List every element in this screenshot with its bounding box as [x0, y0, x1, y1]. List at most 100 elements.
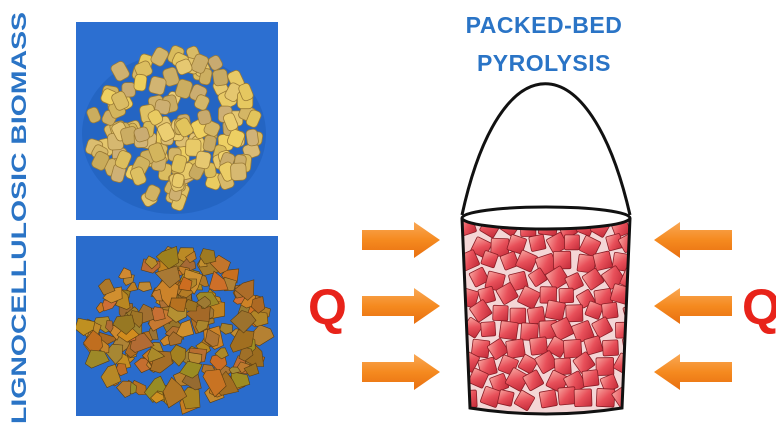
chip	[195, 295, 211, 310]
pellet	[110, 61, 130, 82]
chip	[214, 347, 229, 360]
pellet	[175, 58, 193, 76]
pellet	[230, 162, 247, 181]
chip	[126, 281, 139, 292]
pellet	[148, 76, 167, 96]
chip	[178, 265, 191, 276]
pellet	[197, 109, 212, 126]
pellet	[175, 117, 194, 138]
chip	[234, 279, 255, 301]
biomass-cube	[517, 354, 538, 375]
heat-label-left: Q	[308, 279, 347, 335]
pellet	[203, 120, 221, 137]
biomass-cube	[534, 350, 558, 374]
biomass-cube	[581, 267, 605, 291]
pellet	[157, 122, 176, 142]
biomass-chips-photo	[76, 236, 278, 416]
chip	[228, 366, 242, 375]
biomass-cube	[468, 266, 490, 288]
chip	[180, 386, 201, 410]
chip	[179, 360, 203, 379]
biomass-cube	[505, 367, 530, 392]
biomass-cube	[514, 390, 535, 411]
chip	[243, 362, 260, 377]
chip	[118, 267, 133, 280]
left-arrow-icon	[654, 354, 732, 390]
biomass-cube	[564, 234, 580, 251]
pellet	[150, 46, 169, 67]
biomass-cube	[579, 235, 601, 258]
chip	[208, 270, 229, 292]
biomass-cube	[480, 321, 497, 337]
chip	[219, 322, 233, 335]
side-label: LIGNOCELLULOSIC BIOMASS	[2, 0, 34, 432]
basket-body	[460, 217, 632, 416]
pellet	[133, 126, 150, 143]
biomass-cube	[487, 338, 509, 360]
chip	[150, 391, 165, 404]
chip	[129, 332, 155, 353]
chip	[204, 328, 220, 348]
biomass-cube	[520, 322, 539, 342]
left-arrow-icon	[654, 288, 732, 324]
biomass-cube	[545, 265, 570, 290]
pellet	[245, 109, 262, 128]
side-label-text: LIGNOCELLULOSIC BIOMASS	[7, 12, 31, 424]
chip	[238, 346, 254, 362]
pellet	[114, 150, 132, 170]
chip	[178, 276, 193, 292]
chip	[154, 265, 181, 289]
pellet	[86, 106, 101, 124]
chip	[169, 297, 188, 312]
biomass-cube	[495, 282, 519, 305]
biomass-cube	[498, 320, 519, 341]
chip	[229, 329, 255, 353]
chip	[98, 278, 116, 296]
biomass-cube	[529, 336, 549, 356]
biomass-cube	[528, 234, 547, 252]
biomass-cube	[545, 369, 569, 394]
pellet	[202, 135, 217, 152]
left-arrow-icon	[654, 222, 732, 258]
biomass-pellets-photo	[76, 22, 278, 220]
pellet	[134, 60, 153, 79]
right-arrow-icon	[362, 288, 440, 324]
biomass-cube	[522, 369, 544, 391]
chip	[202, 369, 227, 398]
biomass-cube	[584, 300, 604, 320]
biomass-cube	[552, 250, 572, 270]
chip	[137, 281, 153, 292]
biomass-cube	[499, 251, 520, 271]
chip	[100, 364, 122, 388]
biomass-cube	[583, 335, 604, 356]
pellet	[194, 94, 210, 111]
biomass-cube	[544, 299, 566, 321]
pellet	[148, 142, 166, 163]
title-line-1: PACKED-BED	[465, 12, 623, 38]
biomass-cube	[517, 285, 541, 310]
biomass-cube	[515, 249, 538, 273]
pellet	[171, 173, 185, 189]
pellet	[111, 90, 130, 111]
chip	[128, 310, 143, 329]
biomass-cube	[497, 389, 515, 407]
chip	[76, 317, 96, 336]
biomass-cube	[509, 307, 527, 325]
biomass-cube	[562, 339, 583, 359]
heat-label-right: Q	[742, 279, 776, 335]
chip	[185, 250, 197, 264]
biomass-cube	[595, 357, 615, 376]
biomass-cube	[528, 267, 548, 287]
chip	[155, 245, 180, 270]
pellet	[144, 184, 161, 202]
pellet	[245, 128, 259, 147]
pellet	[185, 138, 202, 157]
biomass-cube	[469, 299, 493, 323]
biomass-cube	[573, 388, 593, 408]
chip	[199, 248, 217, 265]
right-arrow-icon	[362, 354, 440, 390]
biomass-cube	[564, 272, 584, 292]
basket-rim	[460, 205, 632, 231]
chip	[147, 346, 166, 363]
biomass-cube	[550, 317, 575, 341]
